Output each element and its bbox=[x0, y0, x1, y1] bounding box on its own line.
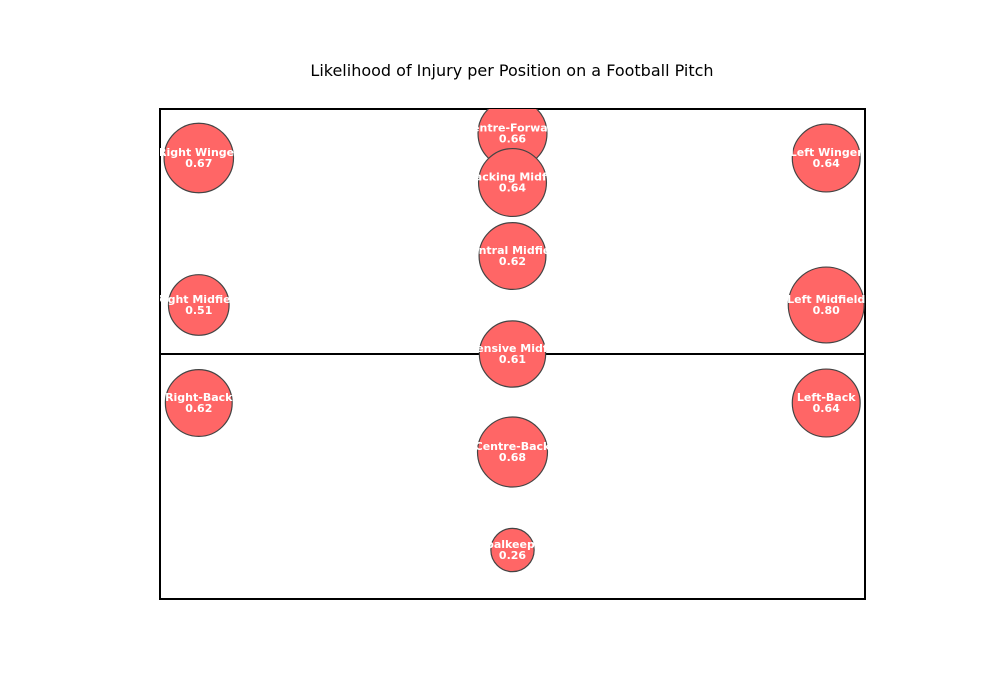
point-marker bbox=[164, 368, 233, 438]
point-value-label: 0.62 bbox=[499, 255, 526, 268]
point-marker bbox=[167, 274, 230, 336]
point-value-label: 0.66 bbox=[499, 133, 526, 146]
point-value-label: 0.67 bbox=[185, 157, 212, 170]
point-value-label: 0.80 bbox=[813, 304, 840, 317]
chart-title: Likelihood of Injury per Position on a F… bbox=[310, 61, 713, 80]
point-marker bbox=[791, 368, 861, 438]
point-marker bbox=[490, 527, 535, 573]
point-value-label: 0.26 bbox=[499, 549, 526, 562]
point-marker bbox=[163, 122, 235, 194]
point-label: Right-Back bbox=[165, 391, 233, 404]
point-marker bbox=[478, 221, 547, 291]
point-value-label: 0.62 bbox=[185, 402, 212, 415]
point-label: Left Winger bbox=[790, 146, 863, 159]
point-value-label: 0.64 bbox=[813, 157, 840, 170]
point-label: Attacking Midfield bbox=[456, 171, 569, 184]
point-value-label: 0.68 bbox=[499, 451, 526, 464]
point-marker bbox=[478, 320, 547, 388]
point-label: Left Midfield bbox=[787, 293, 865, 306]
point-marker bbox=[477, 147, 548, 218]
point-label: Central Midfield bbox=[463, 244, 562, 257]
point-value-label: 0.64 bbox=[499, 182, 526, 195]
point-label: Defensive Midfield bbox=[455, 342, 570, 355]
point-label: Right Midfield bbox=[155, 293, 242, 306]
point-marker bbox=[791, 123, 861, 193]
point-marker bbox=[476, 416, 549, 488]
point-label: Goalkeeper bbox=[477, 538, 548, 551]
point-label: Centre-Back bbox=[475, 440, 551, 453]
point-label: Left-Back bbox=[797, 391, 856, 404]
point-value-label: 0.51 bbox=[185, 304, 212, 317]
point-label: Right Winger bbox=[158, 146, 240, 159]
point-value-label: 0.61 bbox=[499, 353, 526, 366]
point-value-label: 0.64 bbox=[813, 402, 840, 415]
point-label: Centre-Forward bbox=[464, 122, 561, 135]
point-marker bbox=[787, 266, 865, 344]
